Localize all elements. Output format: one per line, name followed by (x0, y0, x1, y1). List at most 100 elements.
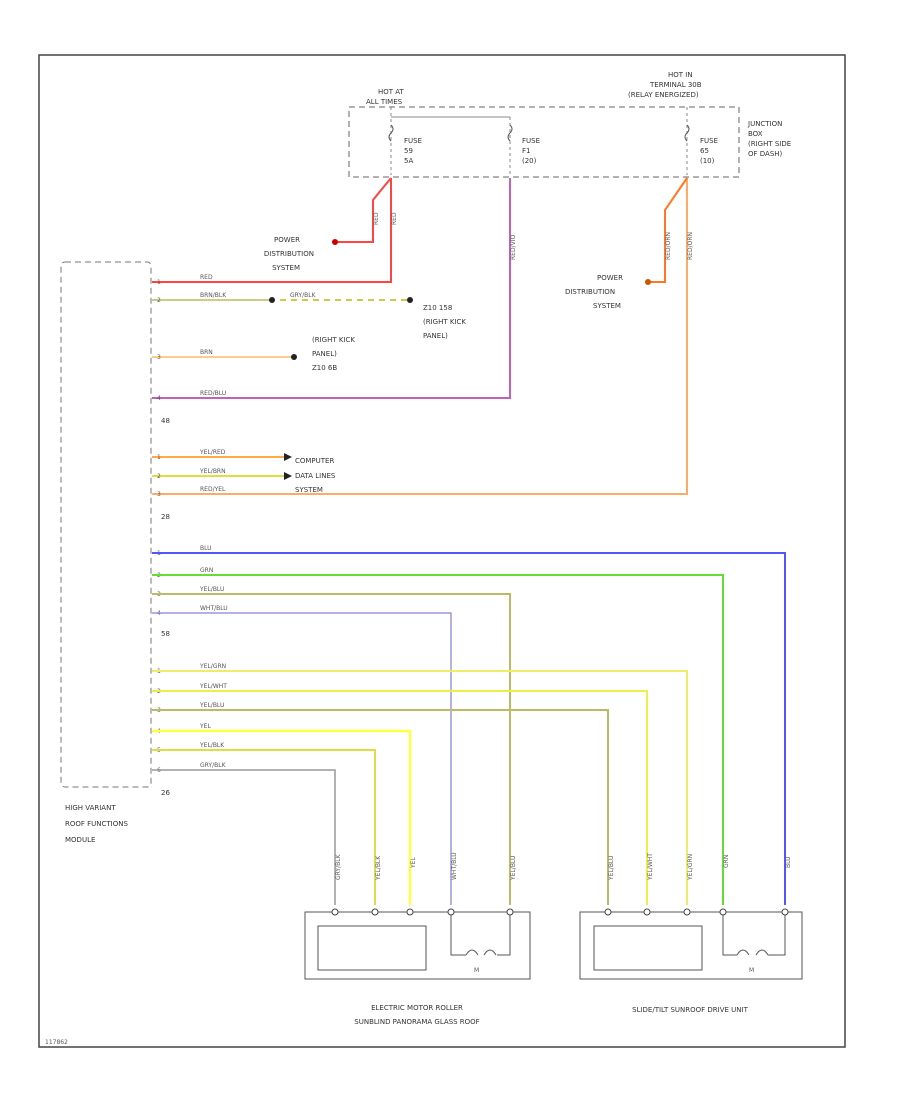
svg-text:YEL/WHT: YEL/WHT (647, 853, 654, 881)
fuse-59: FUSE 59 5A (404, 137, 422, 165)
module-pins: 1 RED 2 BRN/BLK 3 BRN 4 RED/BLU 1 YEL/RE… (157, 274, 228, 774)
svg-text:YEL/BLU: YEL/BLU (510, 856, 517, 881)
wire-label-red-a: RED (373, 212, 380, 225)
svg-text:2: 2 (157, 473, 161, 480)
svg-text:YEL/BRN: YEL/BRN (199, 468, 226, 475)
wire-yel (152, 729, 412, 905)
svg-text:YEL/BLU: YEL/BLU (608, 856, 615, 881)
svg-text:RED/BLU: RED/BLU (200, 390, 226, 397)
svg-text:YEL/WHT: YEL/WHT (199, 683, 227, 690)
svg-text:SYSTEM: SYSTEM (295, 486, 323, 494)
svg-text:Z10 6B: Z10 6B (312, 364, 337, 372)
svg-text:GRN: GRN (723, 855, 730, 868)
svg-text:YEL/BLU: YEL/BLU (199, 702, 224, 709)
svg-text:ROOF FUNCTIONS: ROOF FUNCTIONS (65, 820, 128, 828)
svg-text:ELECTRIC MOTOR ROLLER: ELECTRIC MOTOR ROLLER (371, 1004, 463, 1012)
fuse-f1: FUSE F1 (20) (522, 137, 540, 165)
module-label: HIGH VARIANT ROOF FUNCTIONS MODULE (65, 804, 128, 844)
data-lines-label: COMPUTER DATA LINES SYSTEM (295, 457, 336, 494)
sunroof-pins (604, 908, 789, 916)
junction-box (348, 106, 740, 178)
roller-sunblind-motor (304, 911, 531, 980)
wire-grn (152, 574, 724, 905)
svg-text:GRY/BLK: GRY/BLK (200, 762, 227, 769)
wire-label-red-vio-vertical: RED/VIO (510, 235, 517, 260)
fuse-65-symbol (684, 124, 690, 142)
data-arrow-2 (284, 472, 292, 480)
fuse-65: FUSE 65 (10) (700, 137, 718, 165)
svg-text:BLU: BLU (785, 856, 792, 868)
svg-text:65: 65 (700, 147, 709, 155)
svg-text:YEL: YEL (199, 723, 211, 730)
sunroof-drive-unit (579, 911, 803, 980)
sunroof-wire-labels: YEL/BLU YEL/WHT YEL/GRN GRN BLU (608, 853, 792, 881)
wire-label-red-orn-b: RED/ORN (687, 232, 694, 260)
svg-text:SYSTEM: SYSTEM (272, 264, 300, 272)
data-arrow-1 (284, 453, 292, 461)
junction-box-line-3: (RIGHT SIDE (748, 140, 791, 148)
pds-left-label: POWER DISTRIBUTION SYSTEM (264, 236, 314, 272)
connector-48-label: 48 (161, 417, 170, 425)
svg-text:FUSE: FUSE (522, 137, 540, 145)
roller-motor-symbol: M (474, 967, 479, 974)
sunroof-motor-symbol: M (749, 967, 754, 974)
ground-z10-158-label: Z10 158 (RIGHT KICK PANEL) (423, 304, 466, 340)
svg-text:(RIGHT KICK: (RIGHT KICK (312, 336, 355, 344)
svg-text:DISTRIBUTION: DISTRIBUTION (565, 288, 615, 296)
svg-text:POWER: POWER (274, 236, 300, 244)
roller-pins (331, 908, 514, 916)
wire-yel-wht (152, 690, 648, 905)
svg-text:3: 3 (157, 354, 161, 361)
ground-z10-6b-label: (RIGHT KICK PANEL) Z10 6B (312, 336, 355, 372)
wire-yel-blu-roller (152, 593, 511, 905)
connector-26-label: 26 (161, 789, 170, 797)
svg-text:WHT/BLU: WHT/BLU (200, 605, 228, 612)
fuse-f1-symbol (507, 124, 513, 142)
wire-gry-blk (152, 769, 336, 905)
svg-text:YEL/RED: YEL/RED (199, 449, 226, 456)
wire-yel-blu-sunroof (152, 709, 609, 905)
svg-text:YEL/GRN: YEL/GRN (687, 854, 694, 881)
svg-text:4: 4 (157, 395, 161, 402)
svg-text:(20): (20) (522, 157, 537, 165)
svg-text:DATA LINES: DATA LINES (295, 472, 336, 480)
svg-text:GRY/BLK: GRY/BLK (335, 853, 342, 880)
hot-in-terminal-line-2: TERMINAL 30B (649, 81, 702, 89)
svg-text:(RIGHT KICK: (RIGHT KICK (423, 318, 466, 326)
hot-in-terminal-line-1: HOT IN (668, 71, 693, 79)
svg-text:MODULE: MODULE (65, 836, 95, 844)
svg-text:YEL/BLK: YEL/BLK (375, 855, 382, 881)
splice-dot (269, 297, 275, 303)
svg-text:SYSTEM: SYSTEM (593, 302, 621, 310)
connector-58-label: 58 (161, 630, 170, 638)
wire-wht-blu (152, 612, 452, 905)
svg-text:BLU: BLU (200, 545, 212, 552)
roller-wire-labels: GRY/BLK YEL/BLK YEL WHT/BLU YEL/BLU (335, 852, 517, 881)
wire-blu (152, 552, 786, 905)
svg-text:YEL/BLU: YEL/BLU (199, 586, 224, 593)
svg-text:PANEL): PANEL) (312, 350, 337, 358)
sunroof-label: SLIDE/TILT SUNROOF DRIVE UNIT (632, 1006, 748, 1014)
wire-label-red-orn-a: RED/ORN (665, 232, 672, 260)
svg-text:2: 2 (157, 297, 161, 304)
roller-label: ELECTRIC MOTOR ROLLER SUNBLIND PANORAMA … (354, 1004, 479, 1026)
junction-box-line-2: BOX (748, 130, 763, 138)
pds-left-ground-dot (332, 239, 338, 245)
diagram-frame (38, 54, 846, 1048)
svg-text:3: 3 (157, 491, 161, 498)
junction-box-line-4: OF DASH) (748, 150, 783, 158)
svg-text:BRN/BLK: BRN/BLK (200, 292, 227, 299)
hot-at-all-times-line-2: ALL TIMES (366, 98, 403, 106)
wire-label-red-b: RED (391, 212, 398, 225)
svg-text:1: 1 (157, 454, 161, 461)
hot-at-all-times-line-1: HOT AT (378, 88, 405, 96)
wire-red-violet-feed (152, 178, 511, 399)
svg-text:COMPUTER: COMPUTER (295, 457, 334, 465)
svg-text:5A: 5A (404, 157, 413, 165)
wire-red-feed (152, 177, 392, 283)
svg-text:FUSE: FUSE (700, 137, 718, 145)
connector-28-label: 28 (161, 513, 170, 521)
svg-text:DISTRIBUTION: DISTRIBUTION (264, 250, 314, 258)
svg-text:1: 1 (157, 279, 161, 286)
svg-text:RED/YEL: RED/YEL (200, 486, 226, 493)
